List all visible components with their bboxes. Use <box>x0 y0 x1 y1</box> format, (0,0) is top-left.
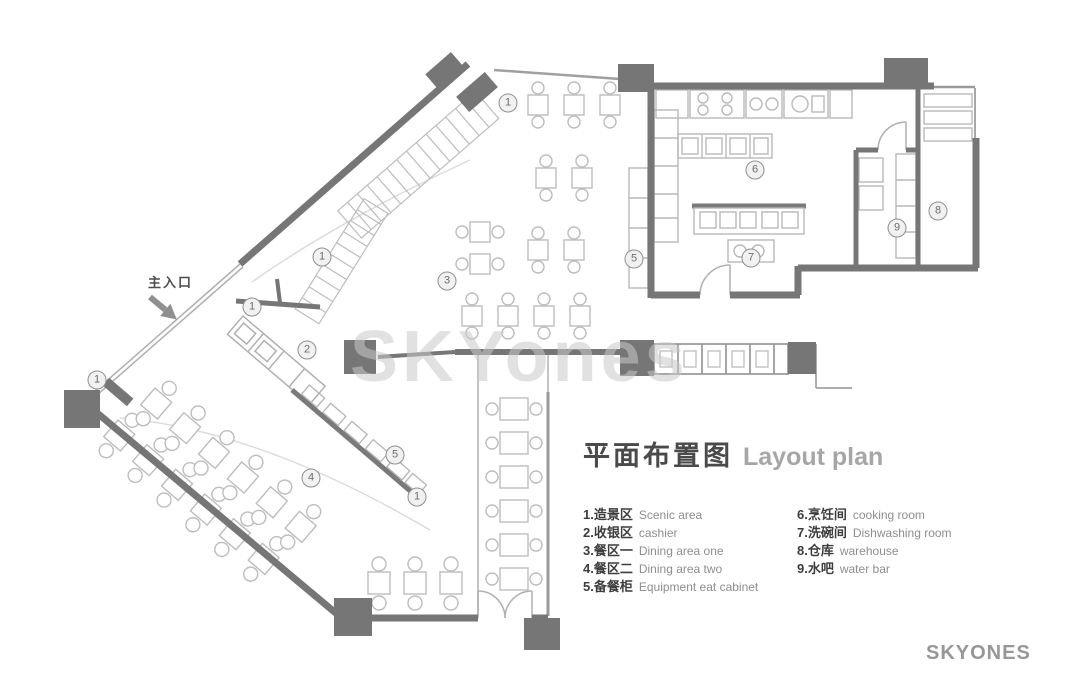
room-marker-6: 6 <box>745 160 765 180</box>
room-marker-7: 7 <box>741 248 761 268</box>
room-marker-4: 4 <box>301 468 321 488</box>
plan-title: 平面布置图 Layout plan <box>583 434 883 473</box>
room-marker-1: 1 <box>407 487 427 507</box>
room-marker-1: 1 <box>242 297 262 317</box>
windows-and-doors <box>93 68 976 619</box>
plan-title-zh: 平面布置图 <box>583 441 733 471</box>
room-marker-1: 1 <box>87 370 107 390</box>
main-entrance-label: 主入口 <box>148 275 194 290</box>
dining-tables-area-four <box>98 380 463 611</box>
water-bar-counter <box>858 153 917 259</box>
cashier-counter <box>226 314 327 406</box>
room-marker-1: 1 <box>312 247 332 267</box>
room-marker-8: 8 <box>928 201 948 221</box>
plan-title-en: Layout plan <box>743 443 884 471</box>
booth-seating <box>653 343 852 389</box>
walls <box>64 52 980 650</box>
room-marker-5: 5 <box>624 249 644 269</box>
room-marker-9: 9 <box>887 218 907 238</box>
room-marker-5: 5 <box>385 445 405 465</box>
kitchen-equipment <box>628 89 853 289</box>
warehouse-shelving <box>923 93 973 142</box>
room-marker-3: 3 <box>437 271 457 291</box>
room-marker-1: 1 <box>498 93 518 113</box>
corridor-tables <box>485 397 543 591</box>
entrance-arrow-icon <box>148 294 177 320</box>
room-marker-2: 2 <box>297 340 317 360</box>
dining-tables-area-three <box>455 81 621 340</box>
brand-logo: SKYONES <box>926 642 1031 664</box>
